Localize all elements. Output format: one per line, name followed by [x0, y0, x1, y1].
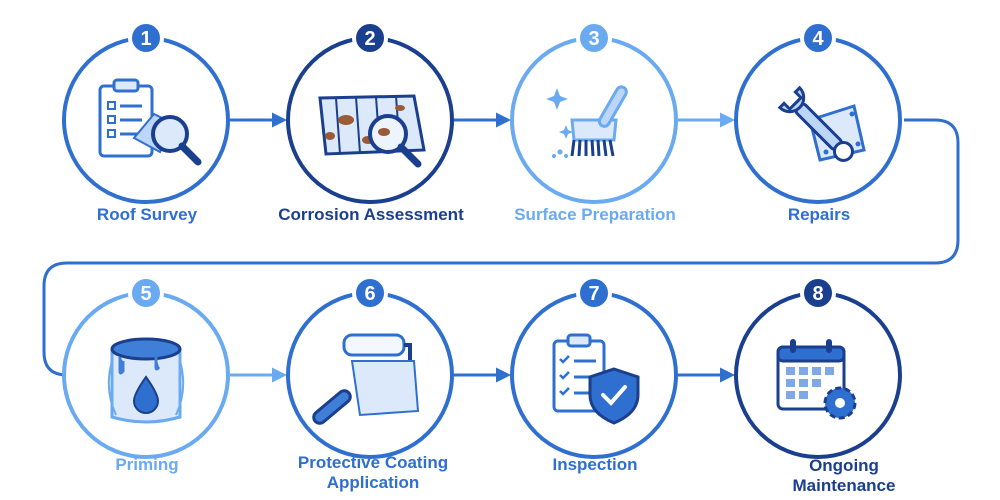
step-label-4: Repairs — [787, 205, 851, 224]
step-2: 2 — [286, 20, 454, 204]
step-6: 6 — [286, 275, 454, 459]
step-number: 5 — [140, 283, 151, 305]
step-5: 5 — [62, 275, 230, 459]
step-1: 1 — [62, 20, 230, 204]
step-number: 4 — [812, 28, 824, 50]
step-label-7: Inspection — [552, 455, 638, 474]
step-label-3: Surface Preparation — [514, 205, 676, 224]
wrap-connector-4-to-5 — [42, 118, 960, 377]
step-number-badge — [352, 275, 388, 311]
step-number-badge — [800, 20, 836, 56]
step-label-1: Roof Survey — [96, 205, 198, 224]
step-3: 3 — [510, 20, 678, 204]
clipboard-magnifier-icon — [98, 78, 202, 166]
step-number: 2 — [364, 28, 375, 50]
step-number: 1 — [140, 28, 151, 50]
step-number-badge — [352, 20, 388, 56]
step-7: 7 — [510, 275, 678, 459]
step-number: 3 — [588, 28, 599, 50]
step-label-5: Priming — [115, 455, 179, 474]
step-number-badge — [800, 275, 836, 311]
paint-roller-icon — [312, 333, 420, 425]
step-8: 8 — [734, 275, 902, 459]
step-label-2: Corrosion Assessment — [278, 205, 464, 224]
scrub-brush-icon — [546, 85, 628, 158]
step-number-badge — [576, 20, 612, 56]
step-number: 8 — [812, 283, 823, 305]
corroded-panel-magnifier-icon — [318, 94, 426, 168]
step-label-6: Protective Coating Application — [297, 453, 449, 492]
step-label-8: Ongoing Maintenance — [792, 456, 896, 495]
wrench-patch-icon — [777, 85, 866, 162]
step-number-badge — [128, 20, 164, 56]
step-number: 6 — [364, 283, 375, 305]
checklist-shield-icon — [552, 333, 640, 425]
primer-can-icon — [107, 337, 185, 424]
step-4: 4 — [734, 20, 902, 204]
step-number: 7 — [588, 283, 599, 305]
step-number-badge — [128, 275, 164, 311]
step-number-badge — [576, 275, 612, 311]
connectors — [42, 112, 960, 383]
calendar-gear-icon — [776, 339, 857, 420]
